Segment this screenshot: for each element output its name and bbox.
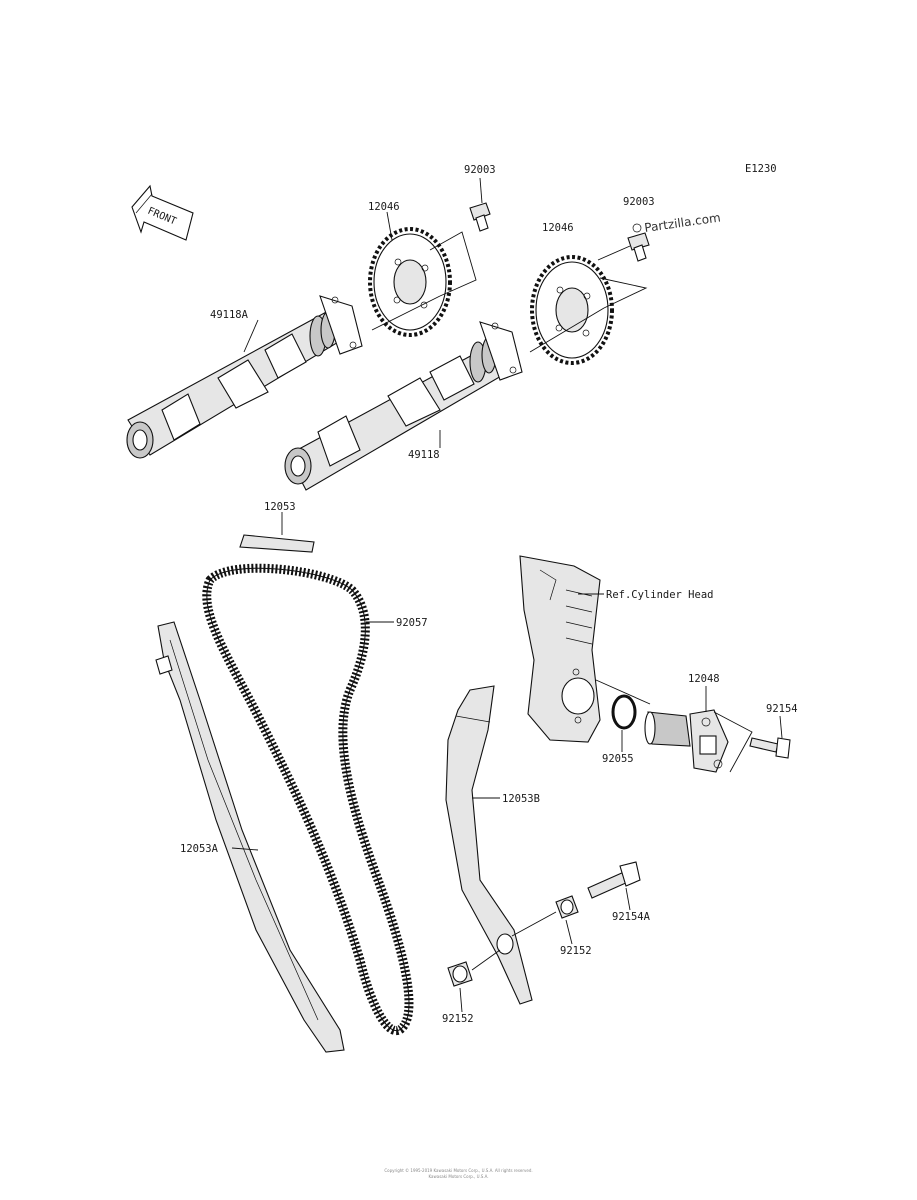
bolt-a (469, 202, 491, 232)
guide-part (239, 534, 315, 553)
tensioner-bolt (749, 737, 791, 759)
collar-a (555, 895, 579, 919)
label-12053: 12053 (264, 501, 296, 513)
cam-chain (202, 563, 414, 1036)
label-92152-a: 92152 (560, 945, 592, 957)
label-92055: 92055 (602, 753, 634, 765)
label-12053a: 12053A (180, 843, 219, 855)
sprocket-b (530, 255, 614, 365)
collar-b (447, 961, 473, 987)
bolt-b (627, 232, 650, 262)
label-12048: 12048 (688, 673, 720, 685)
footer-line-1: Copyright © 1995-2019 Kawasaki Motors Co… (384, 1168, 533, 1173)
label-ref-cylinder-head: Ref.Cylinder Head (606, 589, 713, 601)
label-92057: 92057 (396, 617, 428, 629)
label-49118a: 49118A (210, 309, 249, 321)
watermark-text: Partzilla.com (643, 210, 721, 235)
footer-line-2: Kawasaki Motors Corp., U.S.A. (428, 1174, 489, 1179)
camshaft-a (126, 295, 363, 459)
sprocket-a (368, 227, 452, 337)
front-arrow-icon: FRONT (131, 184, 194, 241)
label-92154a: 92154A (612, 911, 651, 923)
cylinder-head (519, 555, 601, 743)
label-12046-b: 12046 (542, 222, 574, 234)
pivot-bolt (587, 861, 641, 899)
diagram-code: E1230 (745, 163, 777, 175)
tensioner (644, 709, 729, 773)
label-92003-a: 92003 (464, 164, 496, 176)
watermark: Partzilla.com (632, 210, 721, 235)
label-49118: 49118 (408, 449, 440, 461)
camshaft-b (284, 321, 523, 491)
label-92154: 92154 (766, 703, 798, 715)
chain-guide-a (155, 621, 345, 1053)
label-92003-b: 92003 (623, 196, 655, 208)
label-12046-a: 12046 (368, 201, 400, 213)
label-92152-b: 92152 (442, 1013, 474, 1025)
o-ring (611, 694, 637, 730)
label-12053b: 12053B (502, 793, 540, 805)
tensioner-guide (445, 685, 533, 1005)
